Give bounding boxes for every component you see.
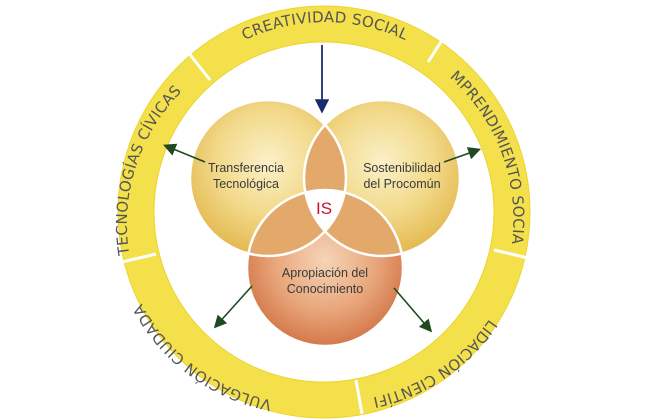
arrow-out-right	[443, 147, 482, 163]
arrow-out-left	[163, 143, 206, 163]
center-label: IS	[316, 199, 332, 218]
label-sostenibilidad: Sostenibilidad del Procomún	[363, 161, 441, 191]
arrow-out-lower-left	[213, 285, 253, 329]
overlap-left	[247, 190, 346, 256]
label-line: Transferencia	[208, 161, 284, 175]
outer-ring	[118, 6, 530, 418]
ring-dividers	[121, 33, 529, 415]
outer-ring-edge	[117, 5, 531, 419]
label-line: Apropiación del	[282, 266, 368, 280]
label-line: Sostenibilidad	[363, 161, 441, 175]
label-line: Conocimiento	[287, 282, 363, 296]
arrow-out-lower-right	[393, 287, 433, 333]
inner-ring-edge	[153, 41, 495, 383]
label-line: Tecnológica	[213, 177, 279, 191]
label-line: del Procomún	[363, 177, 440, 191]
overlap-right	[304, 190, 403, 256]
circle-outlines	[188, 98, 462, 348]
